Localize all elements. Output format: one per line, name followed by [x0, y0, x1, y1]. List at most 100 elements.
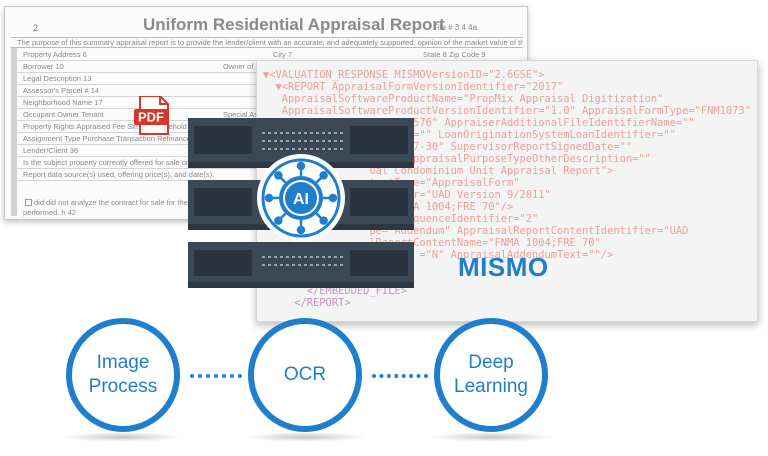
server-led [262, 132, 265, 134]
server-led [280, 140, 283, 142]
ai-node [264, 193, 274, 203]
server-led [310, 132, 313, 134]
form-header: 2 Uniform Residential Appraisal Report F… [5, 11, 527, 37]
server-led [298, 132, 301, 134]
server-led [262, 148, 265, 150]
server-led [304, 140, 307, 142]
server-led [340, 140, 343, 142]
server-led [304, 256, 307, 258]
form-side-strip [11, 48, 17, 216]
step-label-line2: Process [88, 376, 158, 397]
server-led [334, 264, 337, 266]
form-purpose-text: The purpose of this summary appraisal re… [11, 37, 523, 48]
node-shadow [244, 432, 368, 442]
server-led [316, 140, 319, 142]
connector-dots [372, 374, 428, 378]
server-led [268, 140, 271, 142]
ai-node [319, 216, 328, 225]
server-led [286, 132, 289, 134]
server-led [304, 132, 307, 134]
xml-line: ▼<VALUATION_RESPONSE MISMOVersionID="2.6… [263, 69, 545, 81]
server-led [310, 264, 313, 266]
server-led [280, 132, 283, 134]
server-led [322, 256, 325, 258]
server-led [268, 148, 271, 150]
server-led [292, 140, 295, 142]
form-title: Uniform Residential Appraisal Report [143, 15, 445, 34]
checkbox-icon [25, 199, 32, 206]
server-led [274, 264, 277, 266]
connector-dots [190, 374, 242, 378]
form-footer-row-2: performed. h 42 [23, 208, 76, 217]
xml-line: ▼<REPORT AppraisalFormVersionIdentifier=… [263, 81, 564, 93]
server-led [286, 148, 289, 150]
server-led [340, 256, 343, 258]
xml-line: AppraisalSoftwareProductName="PropMix Ap… [263, 93, 664, 105]
server-led [262, 140, 265, 142]
pdf-file-icon: PDF [134, 95, 172, 136]
ai-node [319, 171, 328, 180]
server-led [262, 256, 265, 258]
ai-node [328, 193, 338, 203]
server-led [274, 140, 277, 142]
server-led [274, 132, 277, 134]
server-led [274, 148, 277, 150]
server-led [298, 148, 301, 150]
server-led [292, 132, 295, 134]
server-led [292, 256, 295, 258]
server-led [268, 256, 271, 258]
pdf-badge-label: PDF [138, 110, 164, 125]
server-led [280, 148, 283, 150]
server-led [328, 148, 331, 150]
server-led [304, 264, 307, 266]
step-ocr: OCR [248, 318, 362, 432]
xml-line: </REPORT> [263, 297, 351, 309]
form-footer-row: did did not analyze the contract for sal… [17, 198, 523, 209]
server-led [310, 140, 313, 142]
node-shadow [430, 432, 554, 442]
step-label-line2: Learning [454, 376, 528, 397]
step-label-line1: OCR [283, 364, 327, 385]
server-led [292, 264, 295, 266]
ai-node [274, 171, 283, 180]
server-led [334, 148, 337, 150]
server-led [298, 140, 301, 142]
mismo-label: MISMO [458, 252, 549, 282]
server-led [316, 148, 319, 150]
server-led [334, 132, 337, 134]
server-led [328, 140, 331, 142]
server-led [286, 264, 289, 266]
step-deep-learning: Deep Learning [434, 318, 548, 432]
form-file-number: File # 3 4 4a [433, 23, 478, 32]
server-led [334, 140, 337, 142]
ai-chip-icon: AI [257, 154, 345, 242]
server-led [322, 148, 325, 150]
server-led [328, 256, 331, 258]
step-label-line1: Deep [468, 352, 514, 373]
server-led [316, 132, 319, 134]
server-led [262, 264, 265, 266]
server-led [322, 132, 325, 134]
ai-badge-label: AI [293, 191, 309, 208]
server-led [340, 148, 343, 150]
form-page-number: 2 [33, 23, 39, 33]
server-led [292, 148, 295, 150]
server-led [340, 132, 343, 134]
step-image-process: Image Process [66, 318, 180, 432]
server-led [322, 264, 325, 266]
ai-node [296, 161, 306, 171]
node-shadow [61, 432, 185, 442]
server-led [328, 132, 331, 134]
server-led [286, 140, 289, 142]
xml-line: ual Condominium Unit Appraisal Report"> [263, 165, 614, 177]
server-led [298, 256, 301, 258]
server-led [280, 264, 283, 266]
server-led [310, 256, 313, 258]
server-led [316, 264, 319, 266]
server-led [316, 256, 319, 258]
ai-server-illustration: AI [188, 118, 414, 294]
xml-line: AppraisalSoftwareProductVersionIdentifie… [263, 105, 751, 117]
server-led [274, 256, 277, 258]
server-led [268, 132, 271, 134]
server-led [322, 140, 325, 142]
